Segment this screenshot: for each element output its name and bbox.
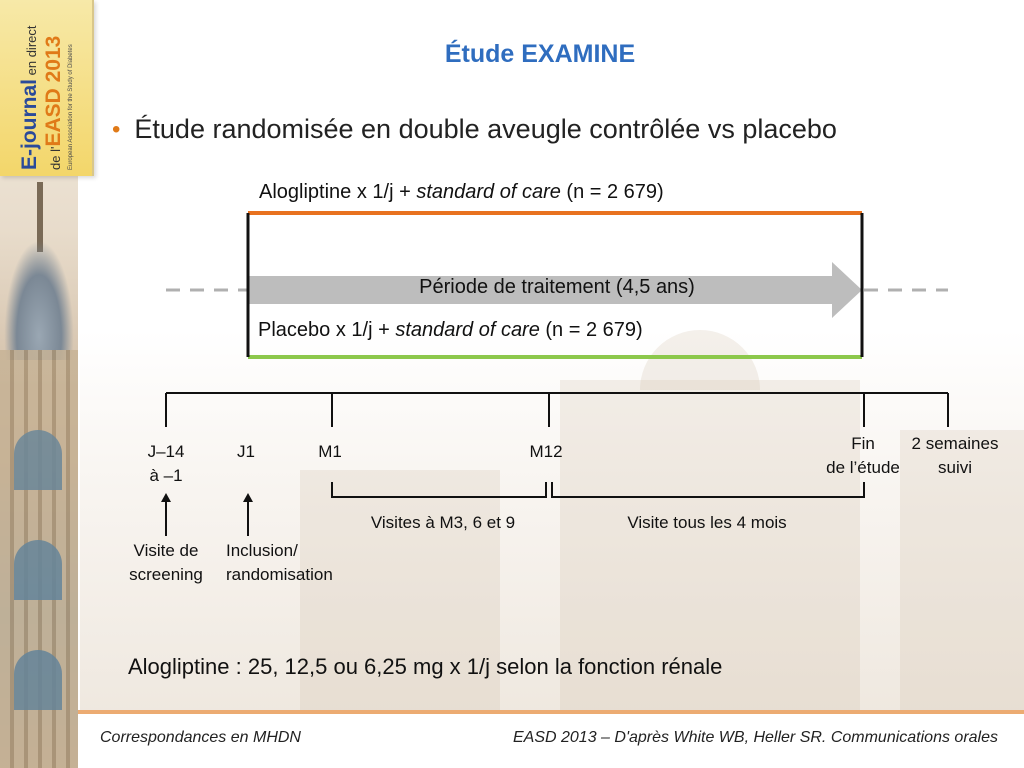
- timepoint-text: à –1: [149, 466, 183, 485]
- arm-label-text: Alogliptine x 1/j +: [259, 181, 417, 203]
- visits-m3-label: Visites à M3, 6 et 9: [370, 513, 516, 532]
- arm-label-italic: standard of care: [395, 319, 540, 341]
- treatment-period-arrow: [248, 262, 862, 318]
- timepoint-text: Fin: [851, 434, 875, 453]
- timepoint-follow-up: 2 semaines suivi: [900, 432, 1010, 480]
- background-wing: [900, 430, 1024, 710]
- visits-4-months-label: Visite tous les 4 mois: [627, 513, 787, 532]
- page-title: Étude EXAMINE: [444, 40, 636, 68]
- arm-label-count: (n = 2 679): [560, 181, 664, 203]
- placebo-arm-label: Placebo x 1/j + standard of care (n = 2 …: [258, 319, 643, 342]
- facade-window: [14, 650, 62, 710]
- dome-image: [4, 240, 74, 360]
- ejournal-logo: E-journal en direct de l'EASD 2013 Europ…: [0, 0, 94, 176]
- timepoint-text: de l’étude: [826, 458, 900, 477]
- treatment-period-label: Période de traitement (4,5 ans): [419, 276, 695, 298]
- screening-visit-label: Visite de screening: [116, 539, 216, 587]
- bullet-icon: •: [112, 115, 121, 143]
- arm-label-italic: standard of care: [416, 181, 561, 203]
- facade-image: [0, 350, 78, 768]
- annotation-text: screening: [129, 565, 203, 584]
- timepoint-text: J–14: [147, 442, 185, 461]
- timepoint-text: 2 semaines: [911, 434, 999, 453]
- facade-window: [14, 540, 62, 600]
- bullet-text: Étude randomisée en double aveugle contr…: [134, 114, 837, 144]
- visits-bracket-1: [331, 482, 547, 498]
- spire-image: [37, 182, 43, 252]
- annotation-text: Inclusion/: [226, 541, 298, 560]
- timepoint-text: suivi: [937, 458, 972, 477]
- annotation-text: Visite de: [133, 541, 199, 560]
- inclusion-label: Inclusion/ randomisation: [226, 539, 356, 587]
- dose-note: Alogliptine : 25, 12,5 ou 6,25 mg x 1/j …: [128, 654, 723, 679]
- timepoint-end-of-study: Fin de l’étude: [808, 432, 918, 480]
- timepoint-j14: J–14 à –1: [126, 440, 206, 488]
- footer-left-text: Correspondances en MHDN: [100, 729, 301, 746]
- background-wing: [300, 470, 500, 710]
- facade-window: [14, 430, 62, 490]
- footer-right-text: EASD 2013 – D'après White WB, Heller SR.…: [512, 729, 998, 746]
- arm-label-text: Placebo x 1/j +: [258, 319, 396, 341]
- alogliptine-arm-label: Alogliptine x 1/j + standard of care (n …: [259, 181, 664, 204]
- background-building: [560, 380, 860, 710]
- timepoint-m12: M12: [529, 442, 563, 461]
- inclusion-arrow-head: [243, 493, 253, 502]
- annotation-text: randomisation: [226, 565, 333, 584]
- visits-bracket-2: [551, 482, 865, 498]
- timepoint-j1: J1: [237, 442, 255, 461]
- arm-label-count: (n = 2 679): [539, 319, 643, 341]
- timepoint-m1: M1: [318, 442, 342, 461]
- bullet-point: • Étude randomisée en double aveugle con…: [112, 114, 837, 145]
- screening-arrow-head: [161, 493, 171, 502]
- footer-divider: [78, 710, 1024, 714]
